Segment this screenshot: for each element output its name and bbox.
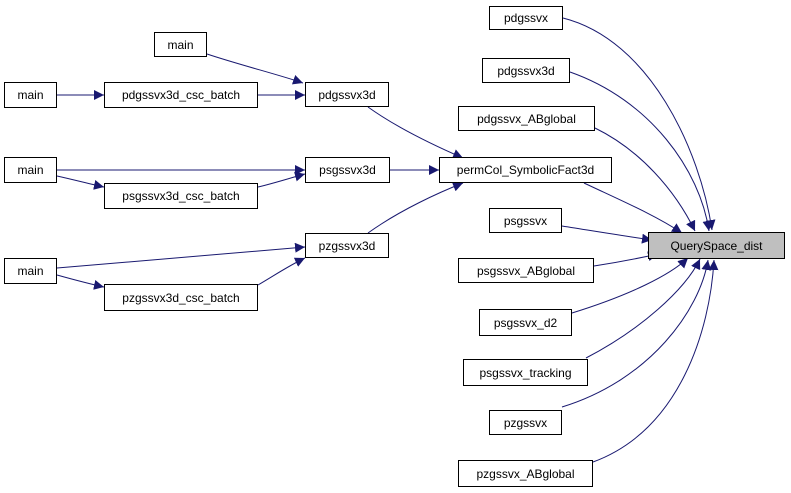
edge-pzgssvx-abglobal-to-queryspace xyxy=(592,259,719,463)
node-main-pd[interactable]: main xyxy=(4,82,57,108)
node-main-top[interactable]: main xyxy=(154,32,207,57)
node-psgssvx-d2[interactable]: psgssvx_d2 xyxy=(479,309,572,336)
node-psgssvx3d[interactable]: psgssvx3d xyxy=(305,157,390,183)
node-pzgssvx-abglobal[interactable]: pzgssvx_ABglobal xyxy=(458,460,593,487)
node-pzgssvx[interactable]: pzgssvx xyxy=(489,410,562,435)
edge-permcol-to-queryspace xyxy=(583,182,683,234)
edge-psgssvx-tracking-to-queryspace xyxy=(585,258,701,359)
node-pdgssvx3d-right[interactable]: pdgssvx3d xyxy=(482,58,570,83)
edge-psgssvx-d2-to-queryspace xyxy=(571,257,689,314)
edge-pdgssvx3d-to-permcol xyxy=(367,106,464,159)
node-pdgssvx[interactable]: pdgssvx xyxy=(489,6,563,30)
edge-pzgssvx3d-to-permcol xyxy=(367,181,464,234)
node-pzgssvx3d[interactable]: pzgssvx3d xyxy=(305,233,389,258)
edge-main-ps-to-psgssvx3d-csc-batch xyxy=(56,175,105,190)
node-pzgssvx3d-csc-batch[interactable]: pzgssvx3d_csc_batch xyxy=(104,284,258,311)
node-psgssvx3d-csc-batch[interactable]: psgssvx3d_csc_batch xyxy=(104,183,258,209)
node-pdgssvx3d[interactable]: pdgssvx3d xyxy=(305,82,389,107)
node-pdgssvx-abglobal[interactable]: pdgssvx_ABglobal xyxy=(458,106,595,131)
edge-main-top-to-pdgssvx3d xyxy=(206,53,304,85)
edge-pdgssvx-abglobal-to-queryspace xyxy=(594,127,696,232)
node-main-pz[interactable]: main xyxy=(4,258,57,284)
edge-pdgssvx3d-right-to-queryspace xyxy=(569,71,713,232)
edge-pzgssvx-to-queryspace xyxy=(561,259,712,408)
node-psgssvx-abglobal[interactable]: psgssvx_ABglobal xyxy=(458,258,594,283)
node-main-ps[interactable]: main xyxy=(4,157,57,183)
edge-pdgssvx-to-queryspace xyxy=(562,17,716,231)
node-queryspace-dist: QuerySpace_dist xyxy=(648,232,785,259)
node-psgssvx-tracking[interactable]: psgssvx_tracking xyxy=(463,359,588,386)
edge-main-pz-to-pzgssvx3d-csc-batch xyxy=(56,274,105,290)
edge-pzgssvx3d-csc-batch-to-pzgssvx3d xyxy=(257,257,306,286)
edge-psgssvx3d-csc-batch-to-psgssvx3d xyxy=(257,171,306,188)
edge-psgssvx-to-queryspace xyxy=(561,225,653,244)
edge-main-pz-to-pzgssvx3d xyxy=(56,242,306,269)
node-permcol-symbolicfact3d[interactable]: permCol_SymbolicFact3d xyxy=(439,157,612,183)
node-pdgssvx3d-csc-batch[interactable]: pdgssvx3d_csc_batch xyxy=(104,82,258,108)
node-psgssvx[interactable]: psgssvx xyxy=(489,208,562,233)
